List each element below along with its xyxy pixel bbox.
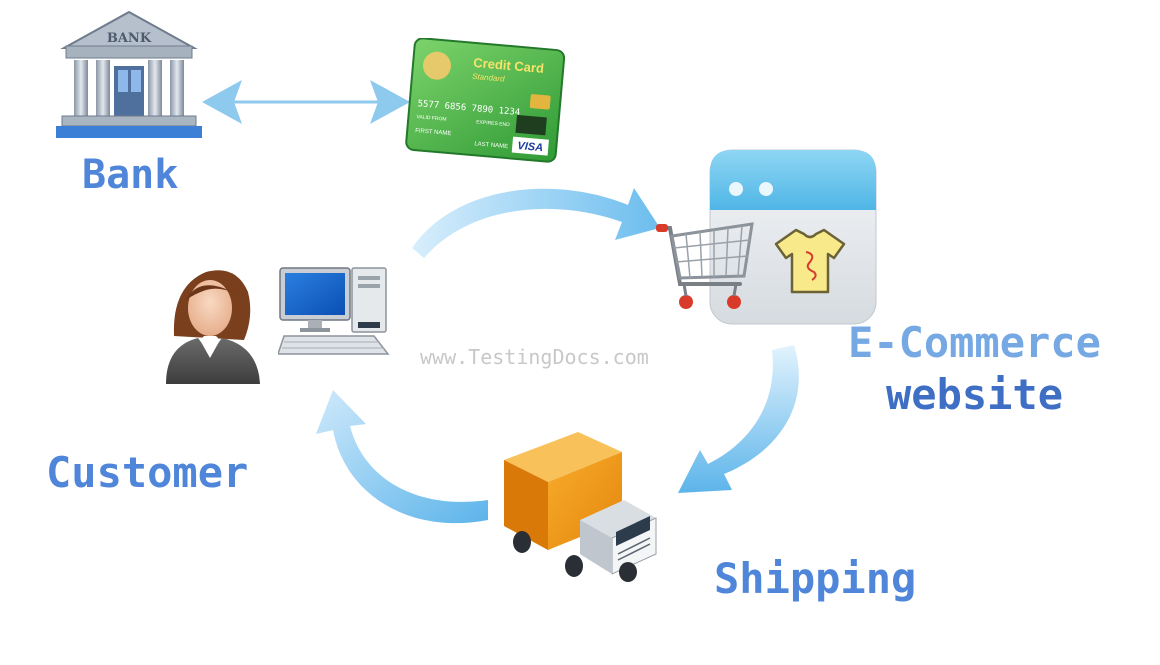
- shopping-cart-icon: [656, 222, 754, 309]
- website-label: website: [886, 370, 1064, 419]
- card-brand: VISA: [517, 140, 544, 154]
- shipping-label: Shipping: [714, 554, 917, 603]
- bank-label: Bank: [82, 152, 179, 198]
- card-subtitle: Standard: [472, 72, 506, 84]
- delivery-truck-icon: [504, 432, 657, 582]
- ecommerce-label: E-Commerce: [848, 318, 1101, 367]
- card-title: Credit Card: [473, 55, 545, 76]
- tshirt-icon: [774, 228, 846, 294]
- card-expires: EXPIRES END: [476, 119, 510, 128]
- card-last-name: LAST NAME: [474, 141, 508, 150]
- shipping-to-customer-arrow: [316, 390, 488, 524]
- credit-card-icon: Credit Card Standard 5577 6856 7890 1234…: [405, 38, 566, 163]
- customer-label: Customer: [46, 448, 249, 497]
- bank-sign-text: BANK: [107, 31, 152, 46]
- customer-to-store-arrow: [412, 188, 660, 258]
- bank-icon: BANK: [56, 10, 202, 138]
- store-to-shipping-arrow: [678, 345, 799, 493]
- desktop-computer-icon: [278, 267, 390, 355]
- watermark: www.TestingDocs.com: [420, 345, 649, 369]
- card-valid-from: VALID FROM: [416, 114, 447, 123]
- customer-avatar-icon: [166, 270, 260, 384]
- bank-card-double-arrow: [202, 80, 410, 124]
- card-first-name: FIRST NAME: [415, 128, 452, 137]
